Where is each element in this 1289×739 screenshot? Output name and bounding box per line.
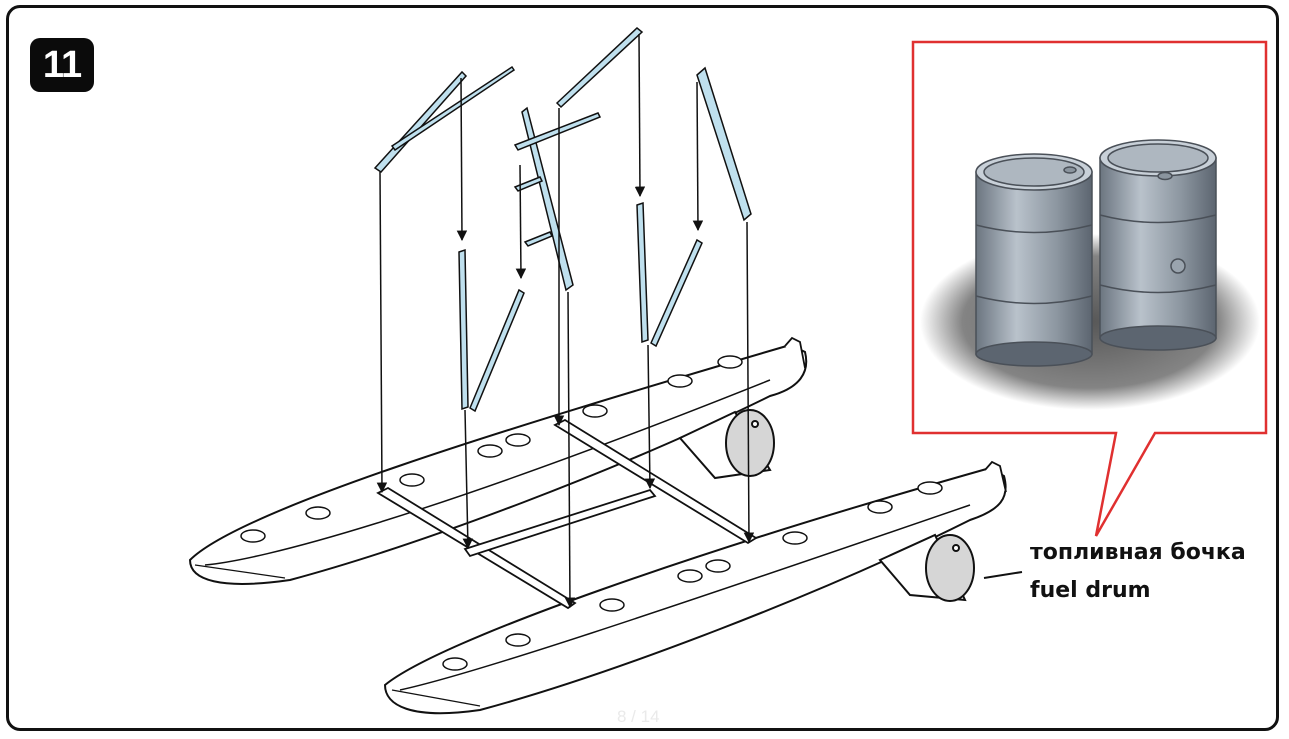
callout-leader bbox=[983, 571, 1023, 579]
assembly-arrows bbox=[376, 33, 755, 609]
right-float bbox=[383, 460, 1007, 715]
left-float bbox=[188, 336, 808, 585]
fuel-drum-right bbox=[878, 533, 975, 602]
label-russian: топливная бочка bbox=[1030, 540, 1246, 565]
photo-barrel-left bbox=[975, 153, 1093, 367]
struts bbox=[373, 27, 752, 413]
photo-barrel-right bbox=[1099, 139, 1217, 351]
label-english: fuel drum bbox=[1030, 578, 1151, 603]
cross-beams bbox=[376, 418, 758, 610]
step-number-badge: 11 bbox=[30, 38, 94, 92]
page-indicator: 8 / 14 bbox=[617, 707, 660, 726]
fuel-drum-left bbox=[678, 409, 775, 480]
callout-box bbox=[911, 40, 1268, 537]
